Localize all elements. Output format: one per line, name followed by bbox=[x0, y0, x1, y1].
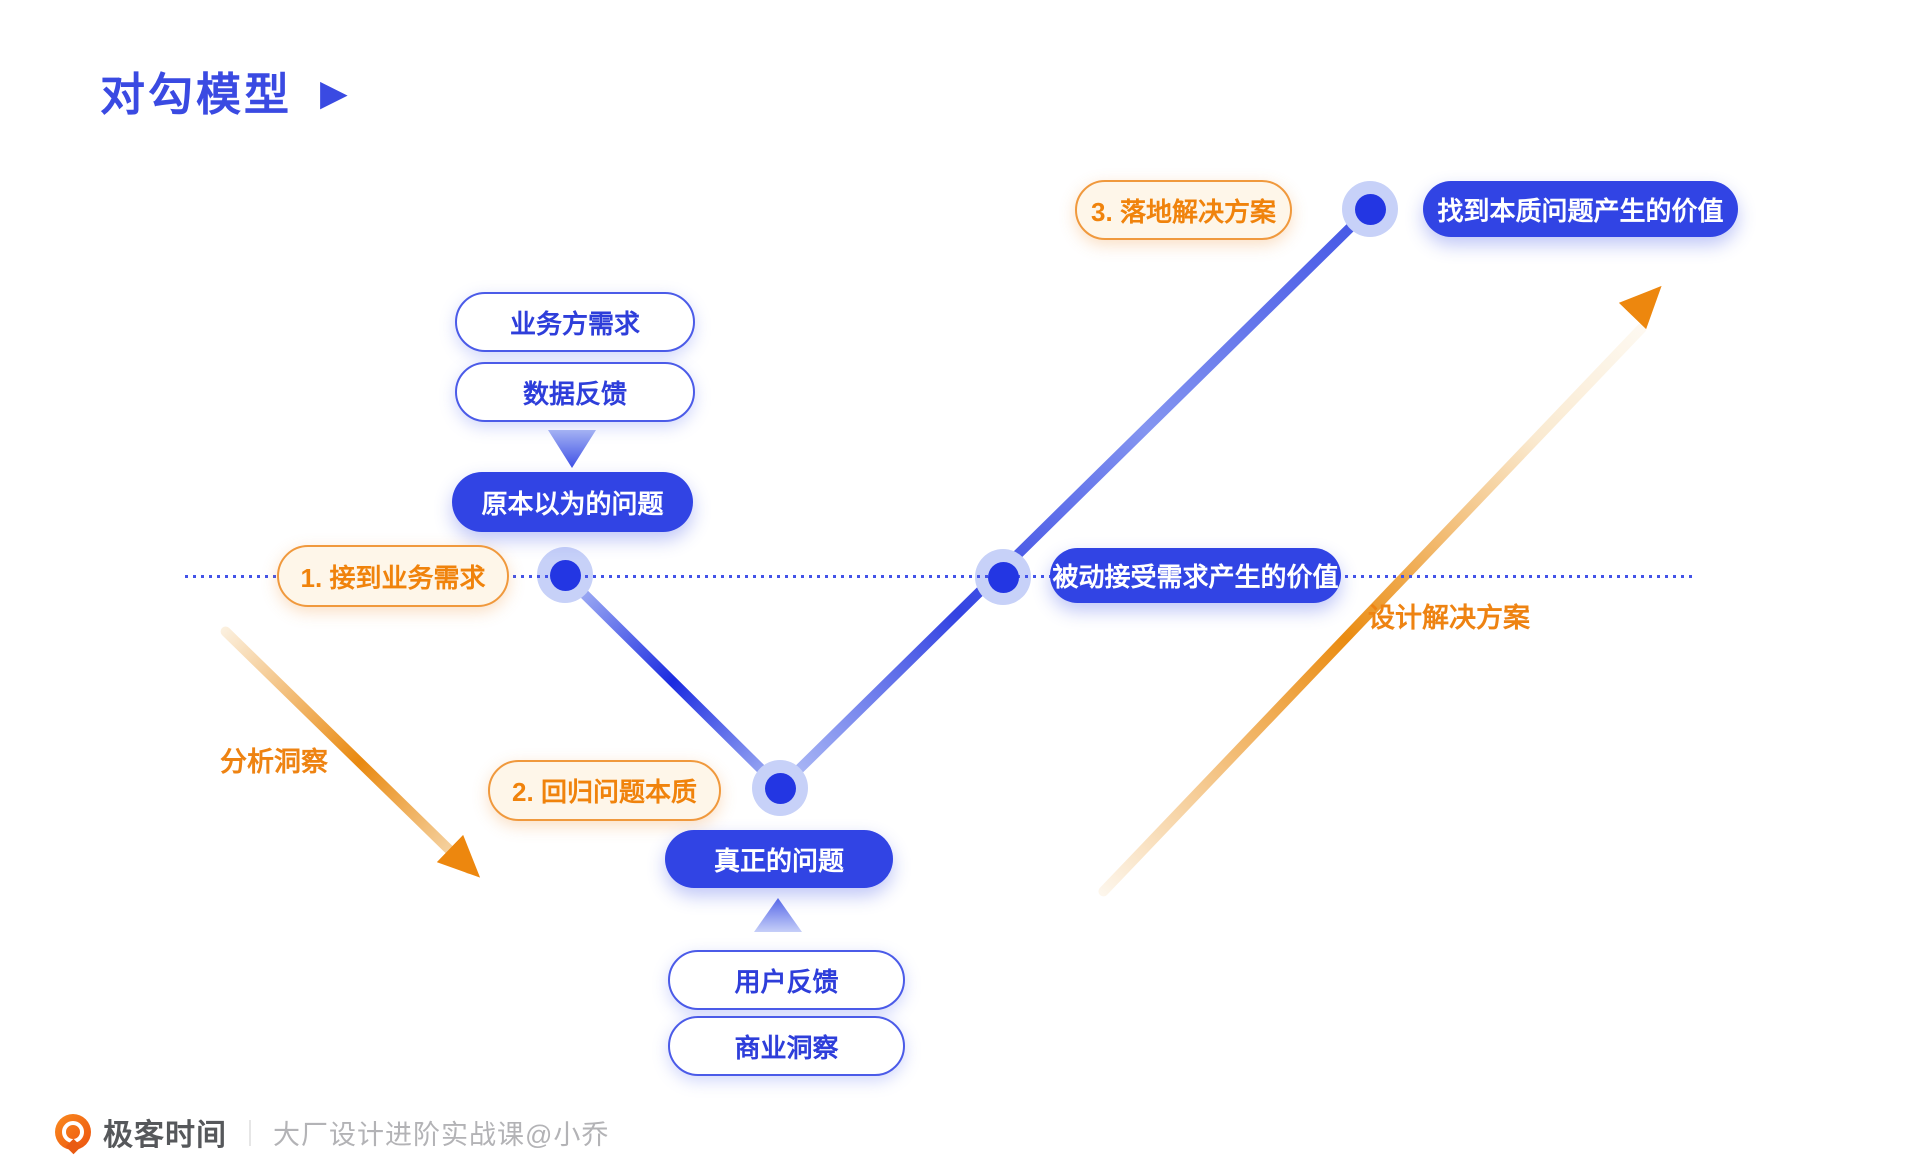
page-title: 对勾模型 ▶ bbox=[100, 58, 348, 123]
footer-brand: 极客时间 bbox=[103, 1119, 227, 1152]
pill-label: 1. 接到业务需求 bbox=[300, 562, 486, 593]
pill-label: 2. 回归问题本质 bbox=[512, 777, 697, 807]
footer: 极客时间 ｜ 大厂设计进阶实战课@小乔 bbox=[55, 1110, 609, 1154]
pill-label: 商业洞察 bbox=[734, 1032, 839, 1063]
pill-label: 真正的问题 bbox=[713, 845, 844, 876]
arrowhead-design-icon bbox=[1619, 273, 1676, 330]
node-dot-step1 bbox=[550, 560, 581, 591]
pill-label: 找到本质问题产生的价值 bbox=[1437, 195, 1724, 226]
pill-business-insight: 商业洞察 bbox=[668, 1016, 905, 1076]
label-analyze-insight: 分析洞察 bbox=[220, 747, 328, 777]
pill-data-feedback: 数据反馈 bbox=[455, 362, 695, 422]
pill-assumed-problem: 原本以为的问题 bbox=[452, 472, 693, 532]
pill-real-problem: 真正的问题 bbox=[665, 830, 893, 888]
line-descend-to-essence bbox=[561, 571, 784, 792]
pill-label: 被动接受需求产生的价值 bbox=[1052, 562, 1339, 592]
pill-passive-value: 被动接受需求产生的价值 bbox=[1050, 548, 1341, 603]
baseline-dotted-line bbox=[185, 575, 1695, 578]
pill-step1-receive-demand: 1. 接到业务需求 bbox=[277, 545, 509, 607]
play-icon: ▶ bbox=[320, 71, 348, 113]
pill-business-demand: 业务方需求 bbox=[455, 292, 695, 352]
pill-label: 用户反馈 bbox=[734, 966, 839, 997]
pill-label: 3. 落地解决方案 bbox=[1091, 196, 1276, 227]
pill-step2-return-essence: 2. 回归问题本质 bbox=[488, 760, 721, 821]
label-design-solution: 设计解决方案 bbox=[1368, 603, 1530, 633]
title-text: 对勾模型 bbox=[100, 69, 293, 120]
node-dot-passive-value bbox=[988, 562, 1019, 593]
node-dot-step2 bbox=[765, 773, 796, 804]
footer-course-name: 大厂设计进阶实战课@小乔 bbox=[273, 1119, 610, 1150]
pill-label: 数据反馈 bbox=[522, 378, 627, 409]
triangle-down-icon bbox=[548, 430, 596, 468]
footer-divider: ｜ bbox=[237, 1118, 264, 1149]
pill-label: 业务方需求 bbox=[509, 308, 640, 339]
pill-user-feedback: 用户反馈 bbox=[668, 950, 905, 1010]
triangle-up-icon bbox=[754, 898, 802, 932]
pill-step3-land-solution: 3. 落地解决方案 bbox=[1075, 180, 1292, 240]
geektime-logo-icon bbox=[55, 1114, 91, 1150]
pill-label: 原本以为的问题 bbox=[481, 488, 664, 519]
node-dot-step3 bbox=[1355, 194, 1386, 225]
pill-essential-value: 找到本质问题产生的价值 bbox=[1423, 181, 1738, 237]
